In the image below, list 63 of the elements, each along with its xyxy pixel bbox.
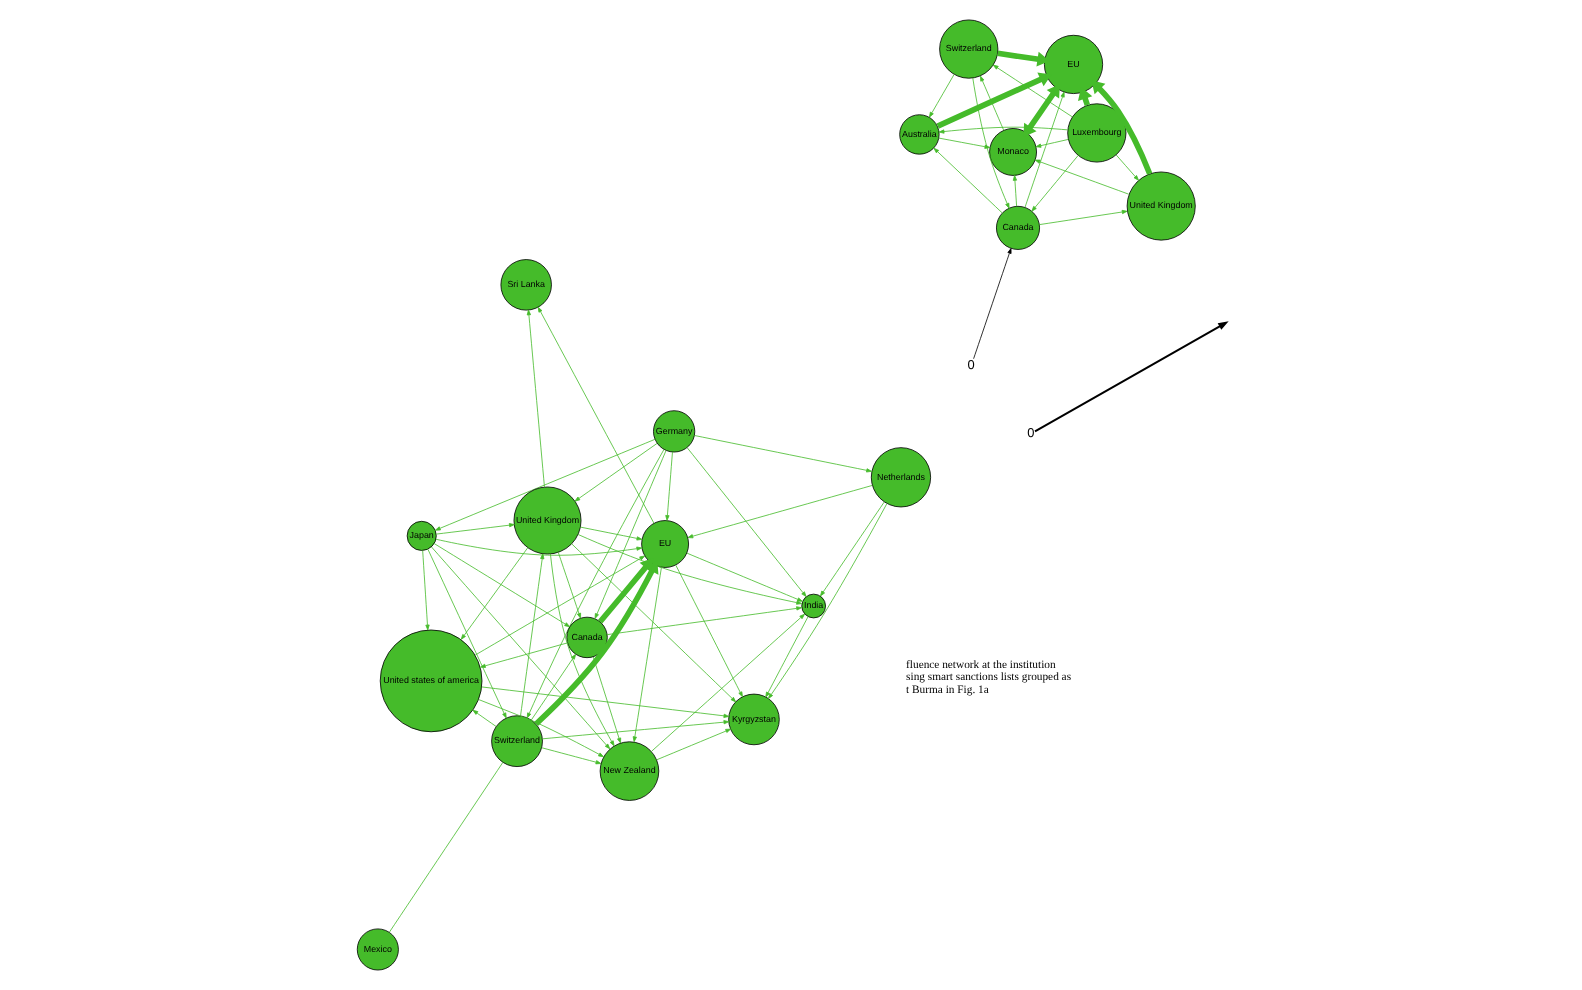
arrow <box>576 534 801 605</box>
arrow <box>686 485 872 539</box>
arrow <box>996 50 1049 67</box>
arrow <box>693 435 871 473</box>
arrow <box>432 543 570 628</box>
arrow <box>971 77 1009 209</box>
arrow <box>1011 175 1016 207</box>
arrow <box>764 616 808 698</box>
arrow <box>631 566 661 743</box>
arrow <box>685 552 802 602</box>
arrow <box>591 656 621 744</box>
arrow <box>540 747 601 765</box>
arrow <box>434 538 642 556</box>
arrow <box>479 642 567 668</box>
arrow <box>525 449 664 719</box>
arrow <box>525 309 544 488</box>
arrow <box>596 558 653 624</box>
arrow <box>519 553 544 717</box>
arrow <box>435 523 514 535</box>
arrow <box>549 553 614 747</box>
arrow <box>937 137 990 149</box>
arrow <box>650 613 804 752</box>
arrow <box>932 147 1002 214</box>
arrow <box>578 526 642 541</box>
arrow <box>1033 159 1129 195</box>
arrow <box>593 450 666 619</box>
arrow <box>674 564 742 698</box>
arrow <box>471 709 496 727</box>
arrow <box>1030 155 1078 212</box>
arrow <box>928 74 954 118</box>
arrow <box>541 720 729 740</box>
arrow <box>570 543 736 703</box>
arrow <box>972 248 1011 360</box>
arrow <box>979 75 1004 131</box>
arrow <box>573 443 657 502</box>
arrow <box>421 550 429 631</box>
arrow <box>937 126 1068 134</box>
arrow <box>480 686 729 718</box>
arrow <box>1038 209 1127 226</box>
arrow <box>767 503 887 699</box>
arrow <box>819 501 884 597</box>
arrow <box>655 728 731 761</box>
arrow <box>1114 154 1138 181</box>
arrow <box>536 306 654 524</box>
arrow <box>1090 80 1152 175</box>
arrow <box>434 438 655 531</box>
arrow <box>1022 84 1059 138</box>
arrow <box>1023 91 1064 208</box>
arrow <box>991 64 1072 118</box>
arrow <box>664 451 672 521</box>
arrow <box>1033 321 1228 433</box>
arrow <box>935 72 1051 129</box>
arrow <box>477 699 603 758</box>
arrow <box>473 555 645 656</box>
arrow <box>685 447 806 597</box>
arrow <box>605 606 801 636</box>
arrow <box>533 560 658 727</box>
arrow <box>529 653 576 721</box>
arrow <box>1034 139 1068 148</box>
connector <box>388 761 503 933</box>
arrow <box>426 548 506 719</box>
arrow <box>556 551 581 619</box>
arrow <box>459 547 528 640</box>
